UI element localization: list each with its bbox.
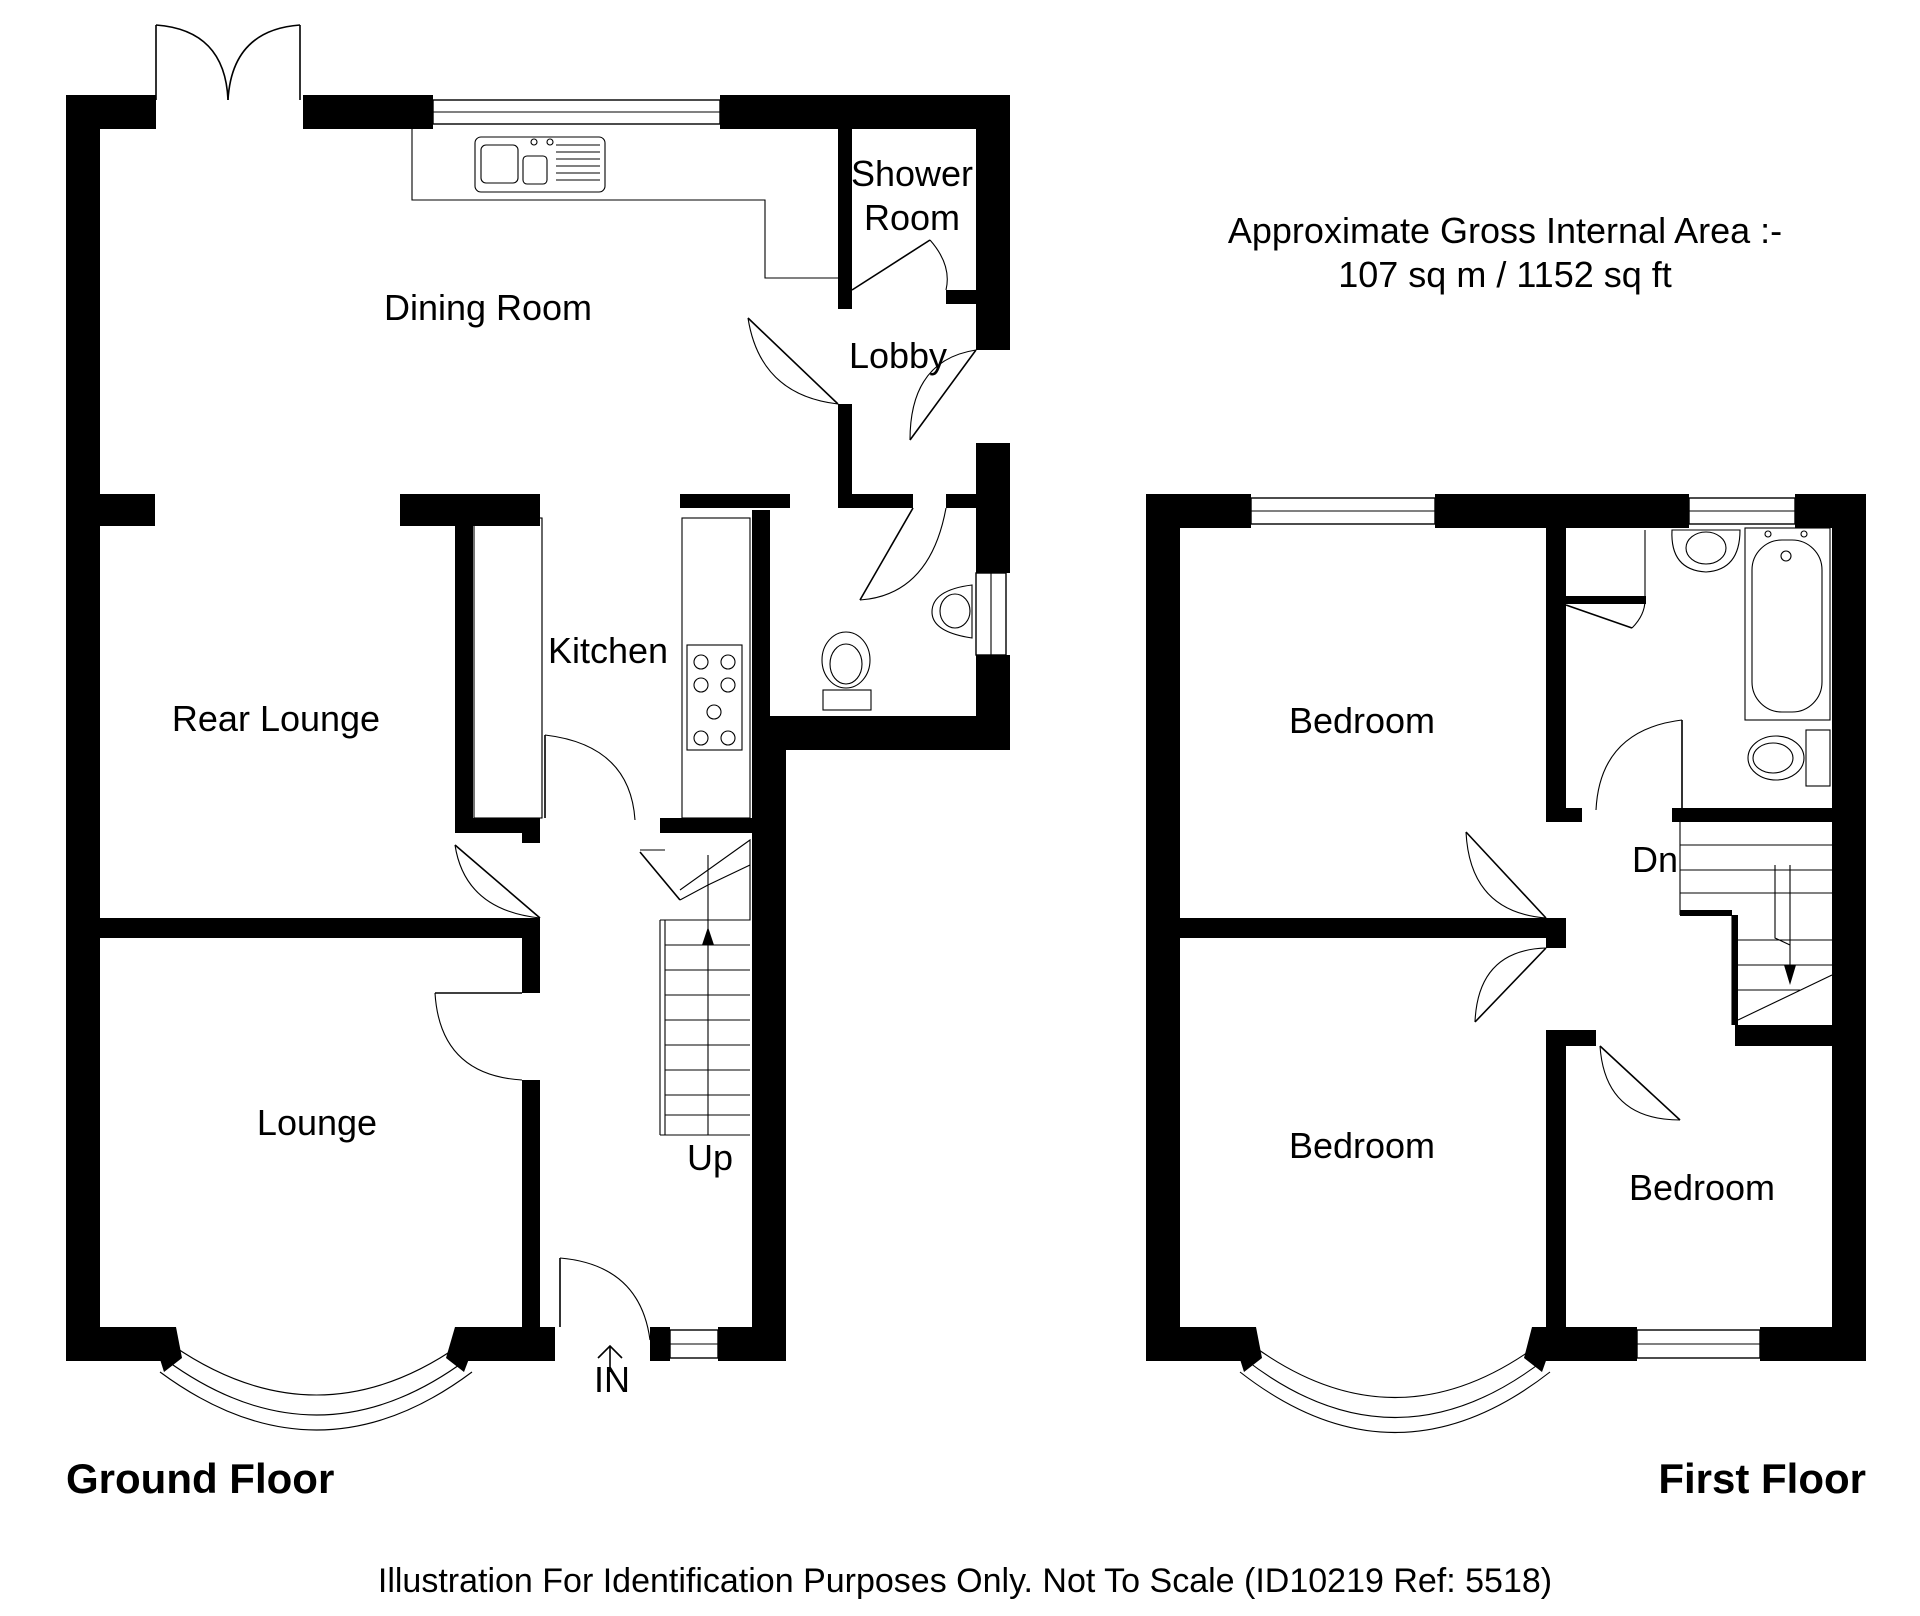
label-shower-room-line2: Room	[864, 197, 960, 238]
bath-icon	[1744, 527, 1831, 721]
label-stairs-down: Dn	[1632, 839, 1678, 880]
sink-icon	[474, 136, 606, 193]
label-stairs-up: Up	[687, 1137, 733, 1178]
area-line2: 107 sq m / 1152 sq ft	[1338, 254, 1672, 295]
room-labels: Dining Room Shower Room Lobby Kitchen Re…	[172, 153, 1775, 1400]
first-floor-plan	[1146, 494, 1866, 1434]
area-note: Approximate Gross Internal Area :- 107 s…	[1228, 210, 1782, 295]
first-floor-title: First Floor	[1658, 1455, 1866, 1502]
label-bedroom-rear: Bedroom	[1289, 700, 1435, 741]
hob-icon	[686, 644, 743, 751]
first-floor-toilet-icon	[1747, 729, 1831, 787]
kitchen-units	[411, 129, 838, 819]
first-floor-interior-walls	[1180, 528, 1832, 1327]
label-dining-room: Dining Room	[384, 287, 592, 328]
disclaimer: Illustration For Identification Purposes…	[378, 1562, 1552, 1600]
label-shower-room-line1: Shower	[851, 153, 973, 194]
area-line1: Approximate Gross Internal Area :-	[1228, 210, 1782, 251]
first-floor-walls	[1146, 494, 1866, 1372]
ground-floor-windows	[159, 99, 1007, 1431]
label-bedroom-small: Bedroom	[1629, 1167, 1775, 1208]
first-floor-doors	[1465, 530, 1683, 1121]
ground-floor-plan	[66, 24, 1010, 1431]
ground-floor-interior-walls	[100, 129, 986, 1327]
ground-floor-doors	[434, 239, 977, 1341]
entrance-arrow-icon	[597, 1344, 623, 1372]
basin-icon	[931, 584, 973, 639]
label-rear-lounge: Rear Lounge	[172, 698, 380, 739]
ground-floor-stairs	[659, 838, 751, 1136]
toilet-icon	[821, 631, 872, 711]
label-bedroom-front: Bedroom	[1289, 1125, 1435, 1166]
label-lobby: Lobby	[849, 335, 947, 376]
first-floor-basin-icon	[1671, 529, 1741, 573]
first-floor-stairs	[1679, 822, 1833, 1025]
label-lounge: Lounge	[257, 1102, 377, 1143]
label-kitchen: Kitchen	[548, 630, 668, 671]
french-doors	[155, 24, 301, 101]
ground-floor-title: Ground Floor	[66, 1455, 334, 1502]
first-floor-windows	[1239, 497, 1796, 1434]
label-entrance: IN	[594, 1359, 630, 1400]
ground-floor-walls	[66, 95, 1010, 1372]
